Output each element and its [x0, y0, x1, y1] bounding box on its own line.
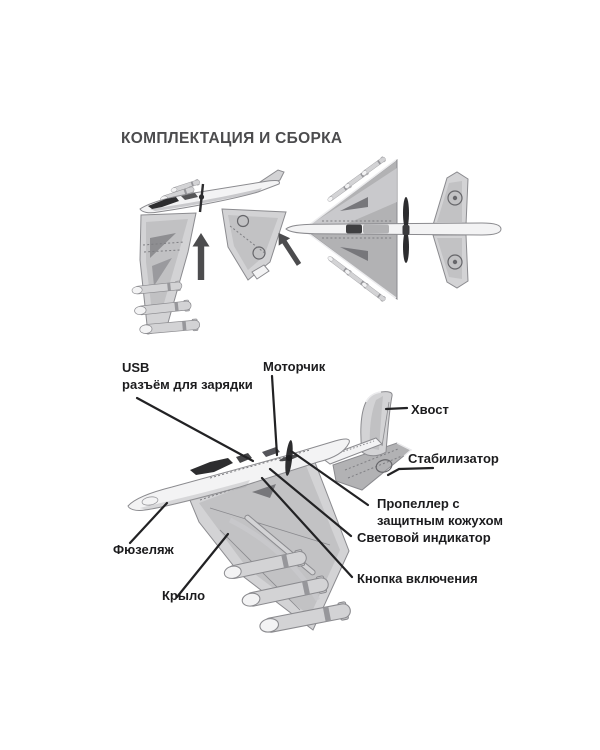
tail-leader-line [384, 406, 409, 411]
label-usb-line1: USB [122, 360, 150, 375]
button-leader-line [260, 476, 354, 579]
tail-boom [320, 437, 383, 465]
right-wing-piece [221, 208, 287, 281]
motor-leader-line [270, 374, 279, 457]
label-usb-line2: разъём для зарядки [122, 377, 253, 392]
up-arrow-icon [192, 233, 210, 280]
wing-leader-line [175, 532, 230, 599]
assembled-fuselage [285, 222, 502, 236]
propeller-part [279, 440, 299, 476]
label-power-button: Кнопка включения [357, 571, 478, 586]
label-tail: Хвост [411, 402, 449, 417]
exploded-parts-diagram [131, 169, 305, 336]
label-wing: Крыло [162, 588, 206, 603]
stabilizer-leader-line [386, 466, 435, 477]
fuselage-leader-line [128, 501, 169, 545]
left-wing-piece [131, 212, 201, 336]
usb-leader-line [135, 396, 255, 463]
label-propeller-line2: защитным кожухом [377, 513, 504, 528]
tail-fin-part [360, 391, 393, 457]
label-fuselage: Фюзеляж [113, 542, 174, 557]
propeller-top-view [402, 197, 410, 263]
propeller-leader-line [289, 449, 370, 507]
label-propeller: Пропеллер с защитным кожухом [377, 495, 503, 529]
label-propeller-line1: Пропеллер с [377, 496, 460, 511]
label-light-indicator: Световой индикатор [357, 530, 491, 545]
label-stabilizer: Стабилизатор [408, 451, 499, 466]
label-motor: Моторчик [263, 359, 326, 374]
leader-lines [128, 374, 435, 599]
indicator-leader-line [268, 467, 353, 538]
assembled-plane-top-view [285, 155, 502, 303]
label-usb: USB разъём для зарядки [122, 359, 253, 393]
page-title: КОМПЛЕКТАЦИЯ И СБОРКА [121, 130, 343, 147]
fuselage-piece [139, 169, 285, 214]
